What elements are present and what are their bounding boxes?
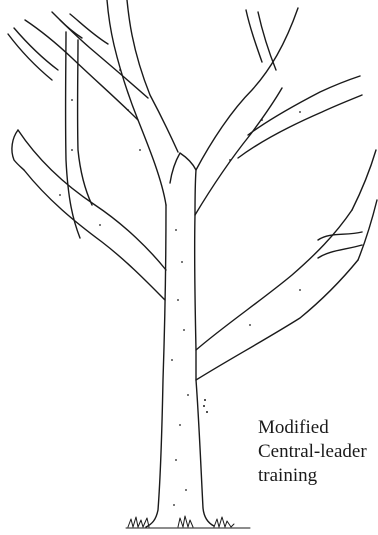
- caption: Modified Central-leader training: [258, 416, 376, 488]
- leader-left-edge: [107, 0, 166, 205]
- leader-right-edge: [127, 0, 178, 152]
- grass-center: [178, 516, 193, 527]
- grass-left: [128, 517, 149, 527]
- right-lower-branch-upper-edge: [196, 210, 352, 350]
- right-upper-branch-lower-edge: [195, 88, 282, 215]
- top-left-twig: [8, 28, 58, 80]
- grass-right: [214, 517, 234, 527]
- left-scaffold-upper-edge: [18, 130, 166, 270]
- right-upper-fork: [246, 10, 276, 70]
- right-lower-branch-lower-edge: [196, 260, 358, 380]
- right-lower-branch-tip: [352, 150, 377, 260]
- caption-line-1: Modified: [258, 416, 376, 440]
- upper-left-top-twig: [60, 14, 108, 44]
- right-mid-branch-upper-edge: [248, 76, 360, 135]
- right-upper-branch-upper-edge: [196, 8, 298, 170]
- caption-line-3: training: [258, 464, 376, 488]
- right-lower-twig: [318, 232, 362, 258]
- caption-line-2: Central-leader: [258, 440, 376, 464]
- leader-stub: [170, 153, 196, 215]
- left-scaffold-lower-edge: [24, 170, 165, 300]
- trunk-left-edge: [146, 205, 166, 527]
